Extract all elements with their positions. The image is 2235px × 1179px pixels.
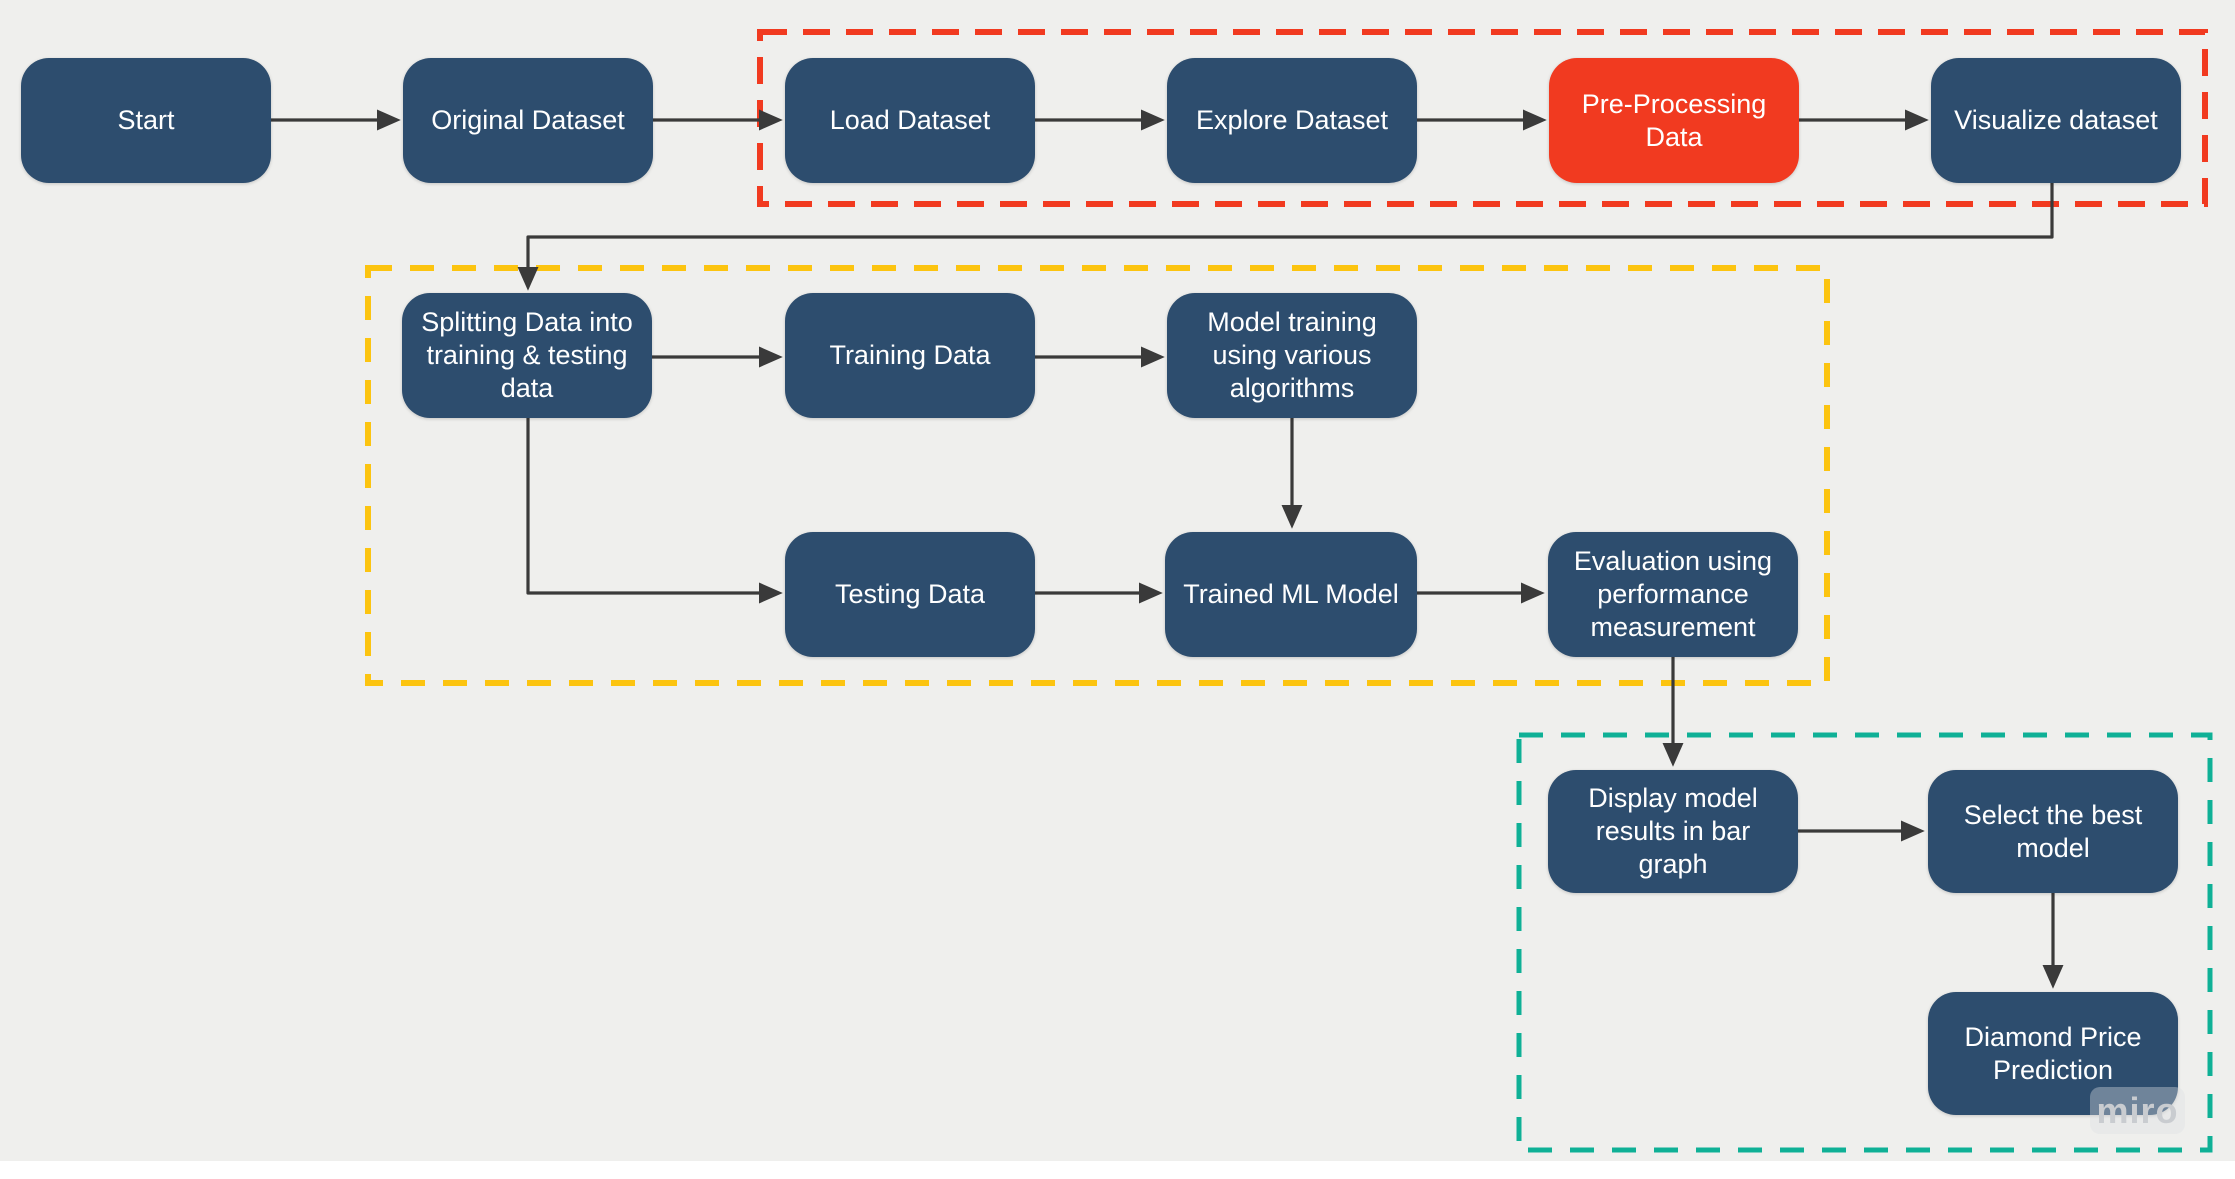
- node-testing-data[interactable]: Testing Data: [785, 532, 1035, 657]
- edge-splitting-to-testing: [526, 418, 783, 604]
- node-display-results[interactable]: Display model results in bar graph: [1548, 770, 1798, 893]
- node-model-training[interactable]: Model training using various algorithms: [1167, 293, 1417, 418]
- node-splitting-data[interactable]: Splitting Data into training & testing d…: [402, 293, 652, 418]
- edge-visualize-to-splitting: [517, 183, 2054, 291]
- node-start[interactable]: Start: [21, 58, 271, 183]
- teal-dashed-group[interactable]: [1516, 732, 2213, 1153]
- node-visualize-dataset[interactable]: Visualize dataset: [1931, 58, 2181, 183]
- node-trained-ml-model[interactable]: Trained ML Model: [1165, 532, 1417, 657]
- bottom-strip: [0, 1161, 2235, 1179]
- node-training-data[interactable]: Training Data: [785, 293, 1035, 418]
- node-evaluation[interactable]: Evaluation using performance measurement: [1548, 532, 1798, 657]
- node-original-dataset[interactable]: Original Dataset: [403, 58, 653, 183]
- node-load-dataset[interactable]: Load Dataset: [785, 58, 1035, 183]
- node-select-best-model[interactable]: Select the best model: [1928, 770, 2178, 893]
- node-diamond-price[interactable]: Diamond Price Prediction: [1928, 992, 2178, 1115]
- node-pre-processing[interactable]: Pre-Processing Data: [1549, 58, 1799, 183]
- node-explore-dataset[interactable]: Explore Dataset: [1167, 58, 1417, 183]
- yellow-dashed-group[interactable]: [365, 265, 1830, 686]
- miro-watermark-logo: miro: [2090, 1087, 2185, 1134]
